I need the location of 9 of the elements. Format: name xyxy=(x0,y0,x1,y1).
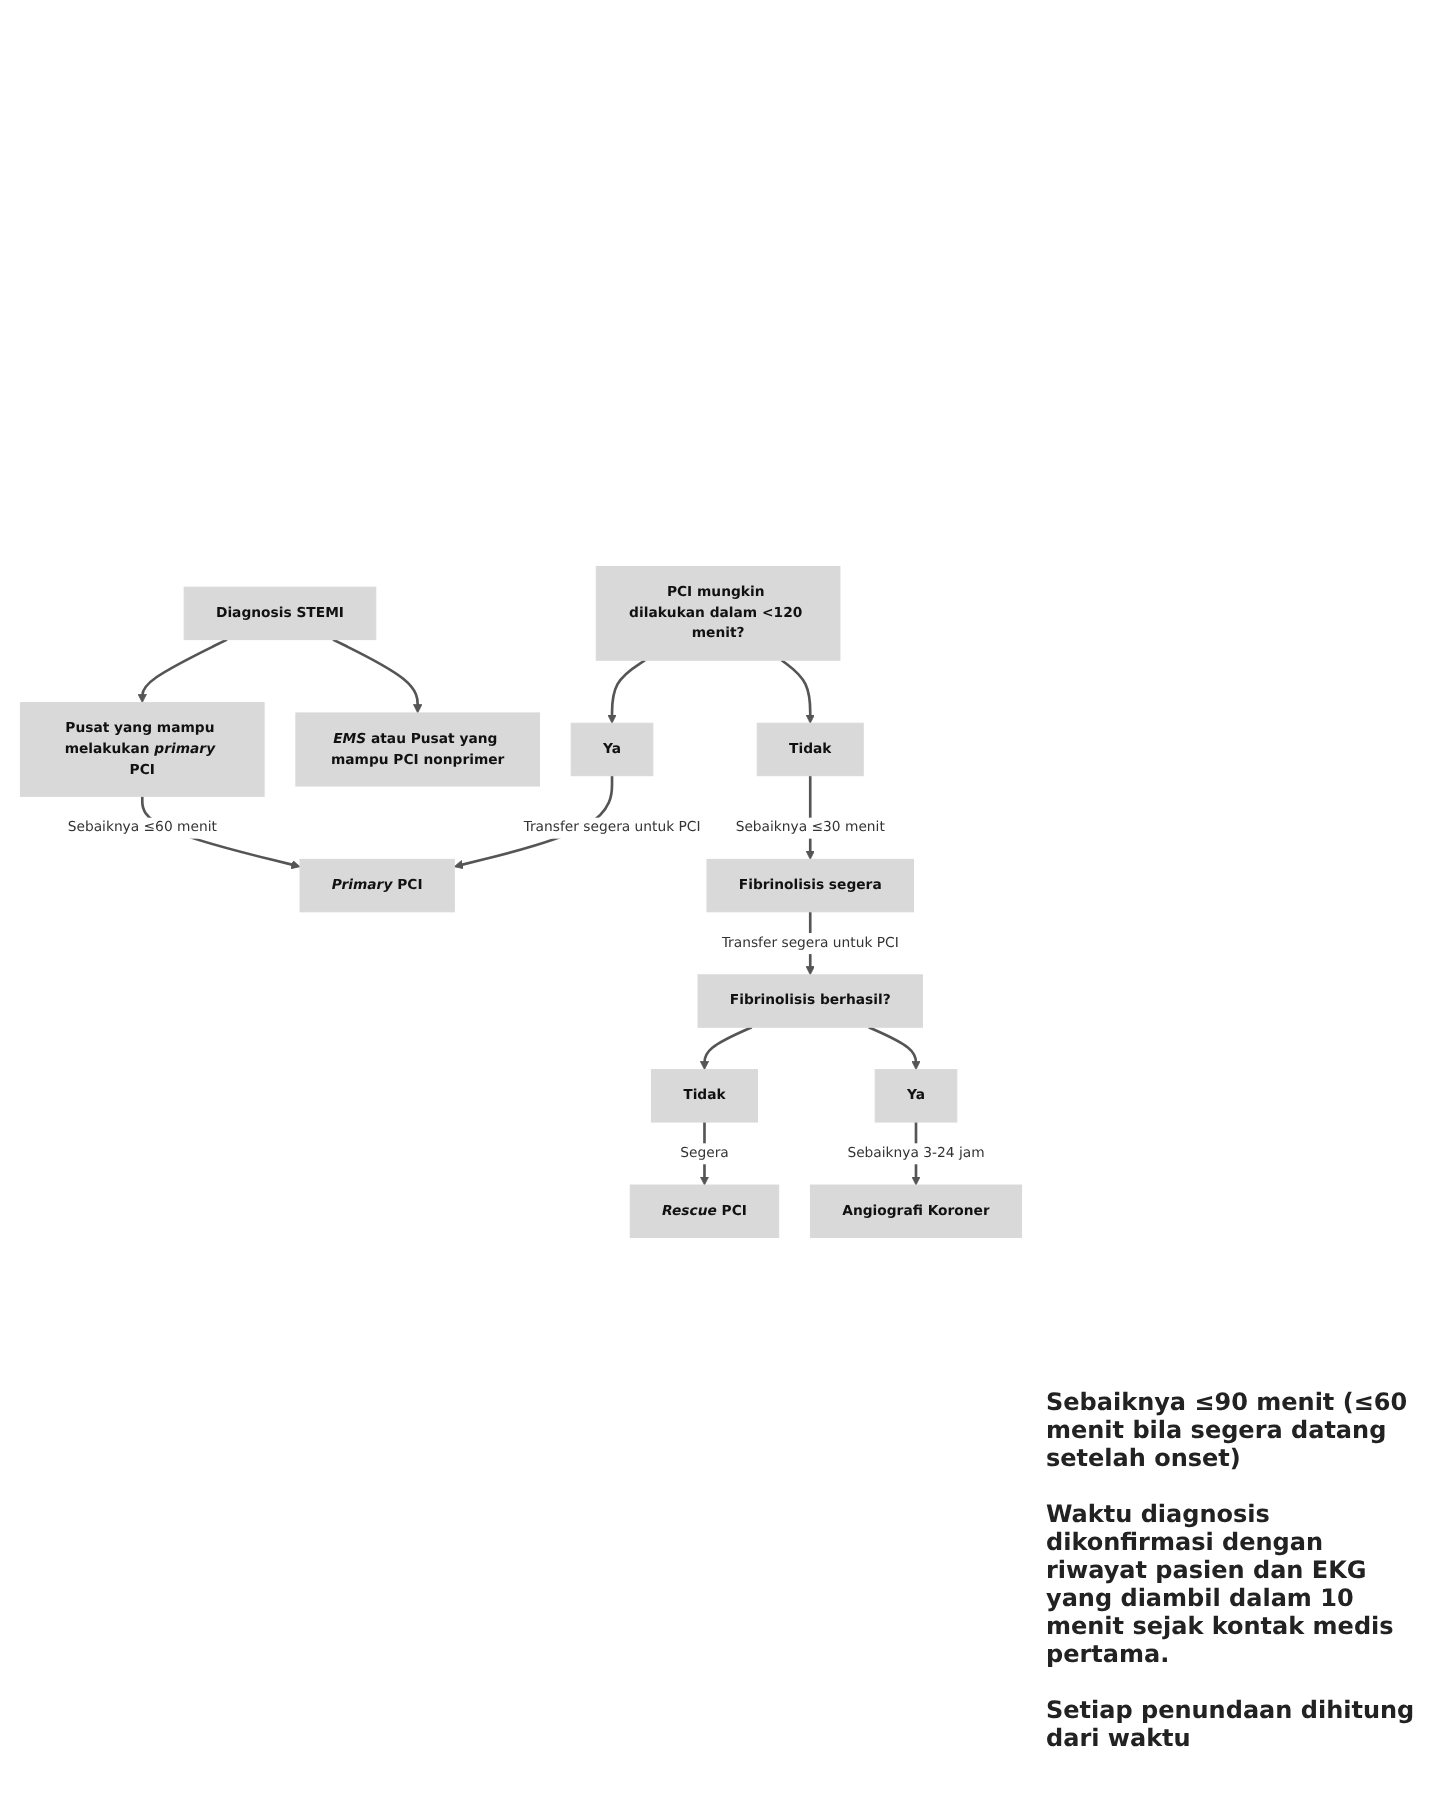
arrow xyxy=(780,659,815,724)
note-text: Waktu diagnosis dikonfirmasi dengan riwayat pasien dan EKG yang diambil dalam 10 menit sejak kontak medis pertama. xyxy=(1046,1500,1396,1668)
note-text: Setiap penundaan dihitung dari waktu xyxy=(1046,1696,1417,1752)
arrow xyxy=(332,638,423,714)
arrow xyxy=(607,659,646,724)
arrow xyxy=(699,1026,753,1071)
note-text: Sebaiknya ≤90 menit (≤60 menit bila segera datang setelah onset) xyxy=(1046,1388,1410,1472)
arrow xyxy=(137,638,228,704)
arrow xyxy=(868,1026,921,1071)
